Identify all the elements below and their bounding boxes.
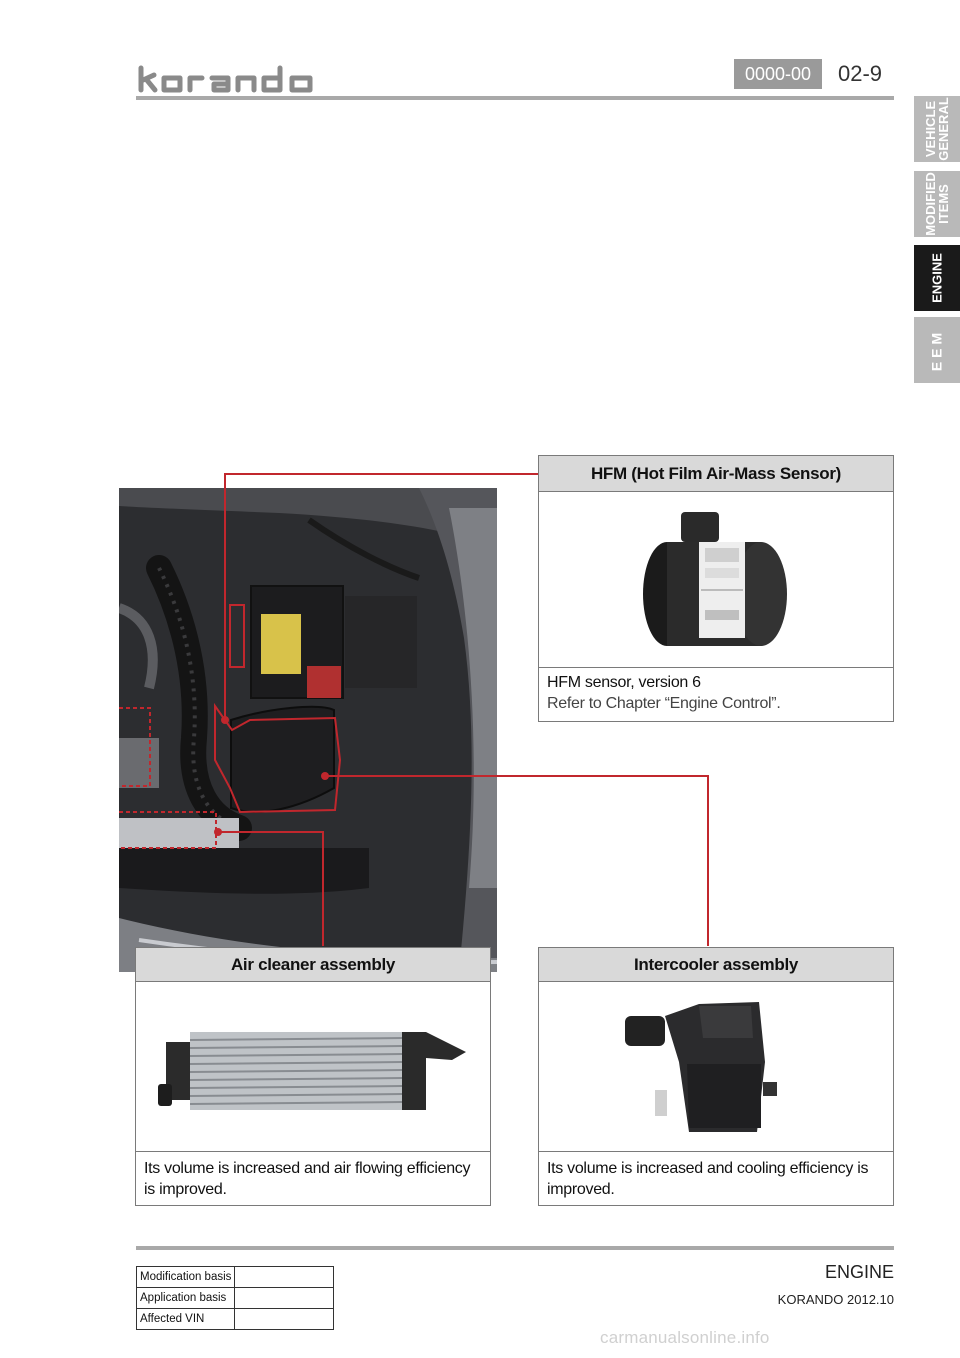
- application-basis-label: Application basis: [135, 1287, 236, 1309]
- table-row: Application basis: [135, 1287, 334, 1309]
- hfm-description: HFM sensor, version 6 Refer to Chapter “…: [547, 672, 887, 714]
- table-row: Affected VIN: [135, 1308, 334, 1330]
- footer-model: KORANDO 2012.10: [777, 1292, 894, 1307]
- tab-modified-items[interactable]: MODIFIED ITEMS: [914, 171, 960, 237]
- air-cleaner-title: Air cleaner assembly: [136, 948, 490, 982]
- tab-eem[interactable]: EEM: [914, 317, 960, 383]
- page-code: 0000-00: [734, 59, 822, 89]
- tab-modified-items-label: MODIFIED ITEMS: [923, 172, 951, 236]
- air-cleaner-box: Air cleaner assembly Its volume is incre…: [135, 947, 491, 1206]
- tab-engine-label: ENGINE: [929, 253, 945, 303]
- air-cleaner-part-image: [539, 982, 893, 1152]
- intercooler-box: Intercooler assembly Its volume is incre…: [538, 947, 894, 1206]
- intercooler-part-illustration: [158, 1032, 466, 1110]
- engine-bay-photo: [119, 488, 497, 972]
- hfm-title: HFM (Hot Film Air-Mass Sensor): [539, 456, 893, 492]
- air-cleaner-part-illustration: [625, 1002, 777, 1132]
- page-number: 02-9: [838, 61, 883, 86]
- affected-vin-label: Affected VIN: [135, 1308, 236, 1330]
- air-cleaner-description: Its volume is increased and air flowing …: [144, 1160, 471, 1198]
- header-rule: [136, 96, 894, 100]
- intercooler-title: Intercooler assembly: [539, 948, 893, 982]
- tab-eem-label: EEM: [928, 328, 945, 372]
- hfm-sensor-illustration: [643, 512, 787, 646]
- application-basis-value: [234, 1287, 334, 1309]
- korando-logo: [138, 65, 313, 93]
- intercooler-part-image: [136, 982, 490, 1152]
- tab-vehicle-general-label: VEHICLE GENERAL: [923, 97, 951, 161]
- intercooler-description: Its volume is increased and cooling effi…: [547, 1160, 869, 1198]
- tab-vehicle-general[interactable]: VEHICLE GENERAL: [914, 96, 960, 162]
- table-row: Modification basis: [135, 1266, 334, 1288]
- basis-table: Modification basis Application basis Aff…: [135, 1266, 334, 1330]
- hfm-description-line1: HFM sensor, version 6: [547, 674, 701, 691]
- watermark: carmanualsonline.info: [600, 1328, 770, 1347]
- hfm-sensor-image: [539, 492, 893, 668]
- hfm-description-line2: Refer to Chapter “Engine Control”.: [547, 695, 781, 712]
- affected-vin-value: [234, 1308, 334, 1330]
- tab-engine[interactable]: ENGINE: [914, 245, 960, 311]
- footer-section-name: ENGINE: [824, 1262, 894, 1282]
- modification-basis-label: Modification basis: [135, 1266, 236, 1288]
- hfm-box: HFM (Hot Film Air-Mass Sensor) HFM senso…: [538, 455, 894, 722]
- modification-basis-value: [234, 1266, 334, 1288]
- footer-rule: [136, 1246, 894, 1250]
